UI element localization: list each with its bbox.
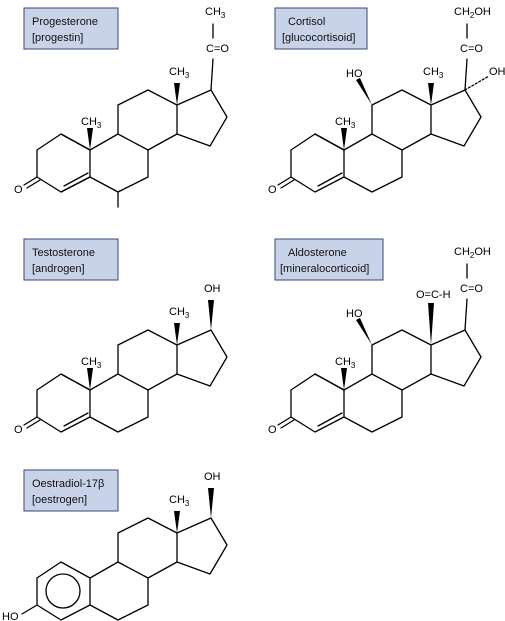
hydroxymethyl-c21: CH2OH (454, 246, 491, 260)
methyl-c21: CH3 (205, 6, 226, 20)
structure-cortisol: O CH3 CH3 HO C=O OH CH2OH (268, 6, 505, 196)
aldehyde-c18: O=C-H (416, 289, 451, 301)
class-cortisol: [glucocortisoid] (282, 32, 355, 44)
methyl-c19: CH3 (335, 116, 356, 130)
structure-oestradiol: HO CH3 OH (2, 471, 228, 621)
methyl-c19: CH3 (81, 116, 102, 130)
hydroxyl-c17: OH (204, 471, 221, 483)
class-aldosterone: [mineralocorticoid] (280, 263, 369, 275)
structure-testosterone: O CH3 CH3 OH (14, 283, 228, 436)
structure-aldosterone: O CH3 HO O=C-H C=O CH2OH (268, 246, 491, 436)
class-testosterone: [androgen] (32, 263, 85, 275)
label-cortisol: Cortisol [glucocortisoid] (274, 7, 368, 50)
hydroxyl-c11: HO (346, 308, 363, 320)
methyl-c18: CH3 (169, 66, 190, 80)
carbonyl-c20: C=O (206, 43, 229, 55)
class-oestradiol: [oestrogen] (32, 494, 87, 506)
oxygen-atom: O (14, 184, 23, 196)
label-testosterone: Testosterone [androgen] (23, 238, 119, 281)
structure-progesterone: O CH3 CH3 C=O CH3 (14, 6, 229, 208)
hydroxyl-c17: OH (489, 66, 505, 78)
methyl-c18: CH3 (169, 306, 190, 320)
hydroxyl-c11: HO (346, 68, 363, 80)
name-oestradiol: Oestradiol-17β (32, 478, 104, 490)
hydroxyl-c3: HO (2, 611, 19, 621)
oxygen-atom: O (268, 184, 277, 196)
hydroxymethyl-c21: CH2OH (454, 6, 491, 20)
label-aldosterone: Aldosterone [mineralocorticoid] (274, 238, 384, 281)
name-progesterone: Progesterone (32, 16, 98, 28)
hydroxyl-c17: OH (204, 283, 221, 295)
name-testosterone: Testosterone (32, 247, 95, 259)
carbonyl-c20: C=O (460, 43, 483, 55)
carbonyl-c20: C=O (460, 283, 483, 295)
oxygen-atom: O (268, 424, 277, 436)
label-progesterone: Progesterone [progestin] (23, 7, 119, 50)
methyl-c18: CH3 (423, 66, 444, 80)
class-progesterone: [progestin] (32, 32, 83, 44)
methyl-c19: CH3 (81, 356, 102, 370)
methyl-c18: CH3 (169, 494, 190, 508)
methyl-c19: CH3 (335, 356, 356, 370)
name-cortisol: Cortisol (288, 16, 325, 28)
name-aldosterone: Aldosterone (288, 247, 347, 259)
oxygen-atom: O (14, 424, 23, 436)
label-oestradiol: Oestradiol-17β [oestrogen] (23, 469, 119, 512)
